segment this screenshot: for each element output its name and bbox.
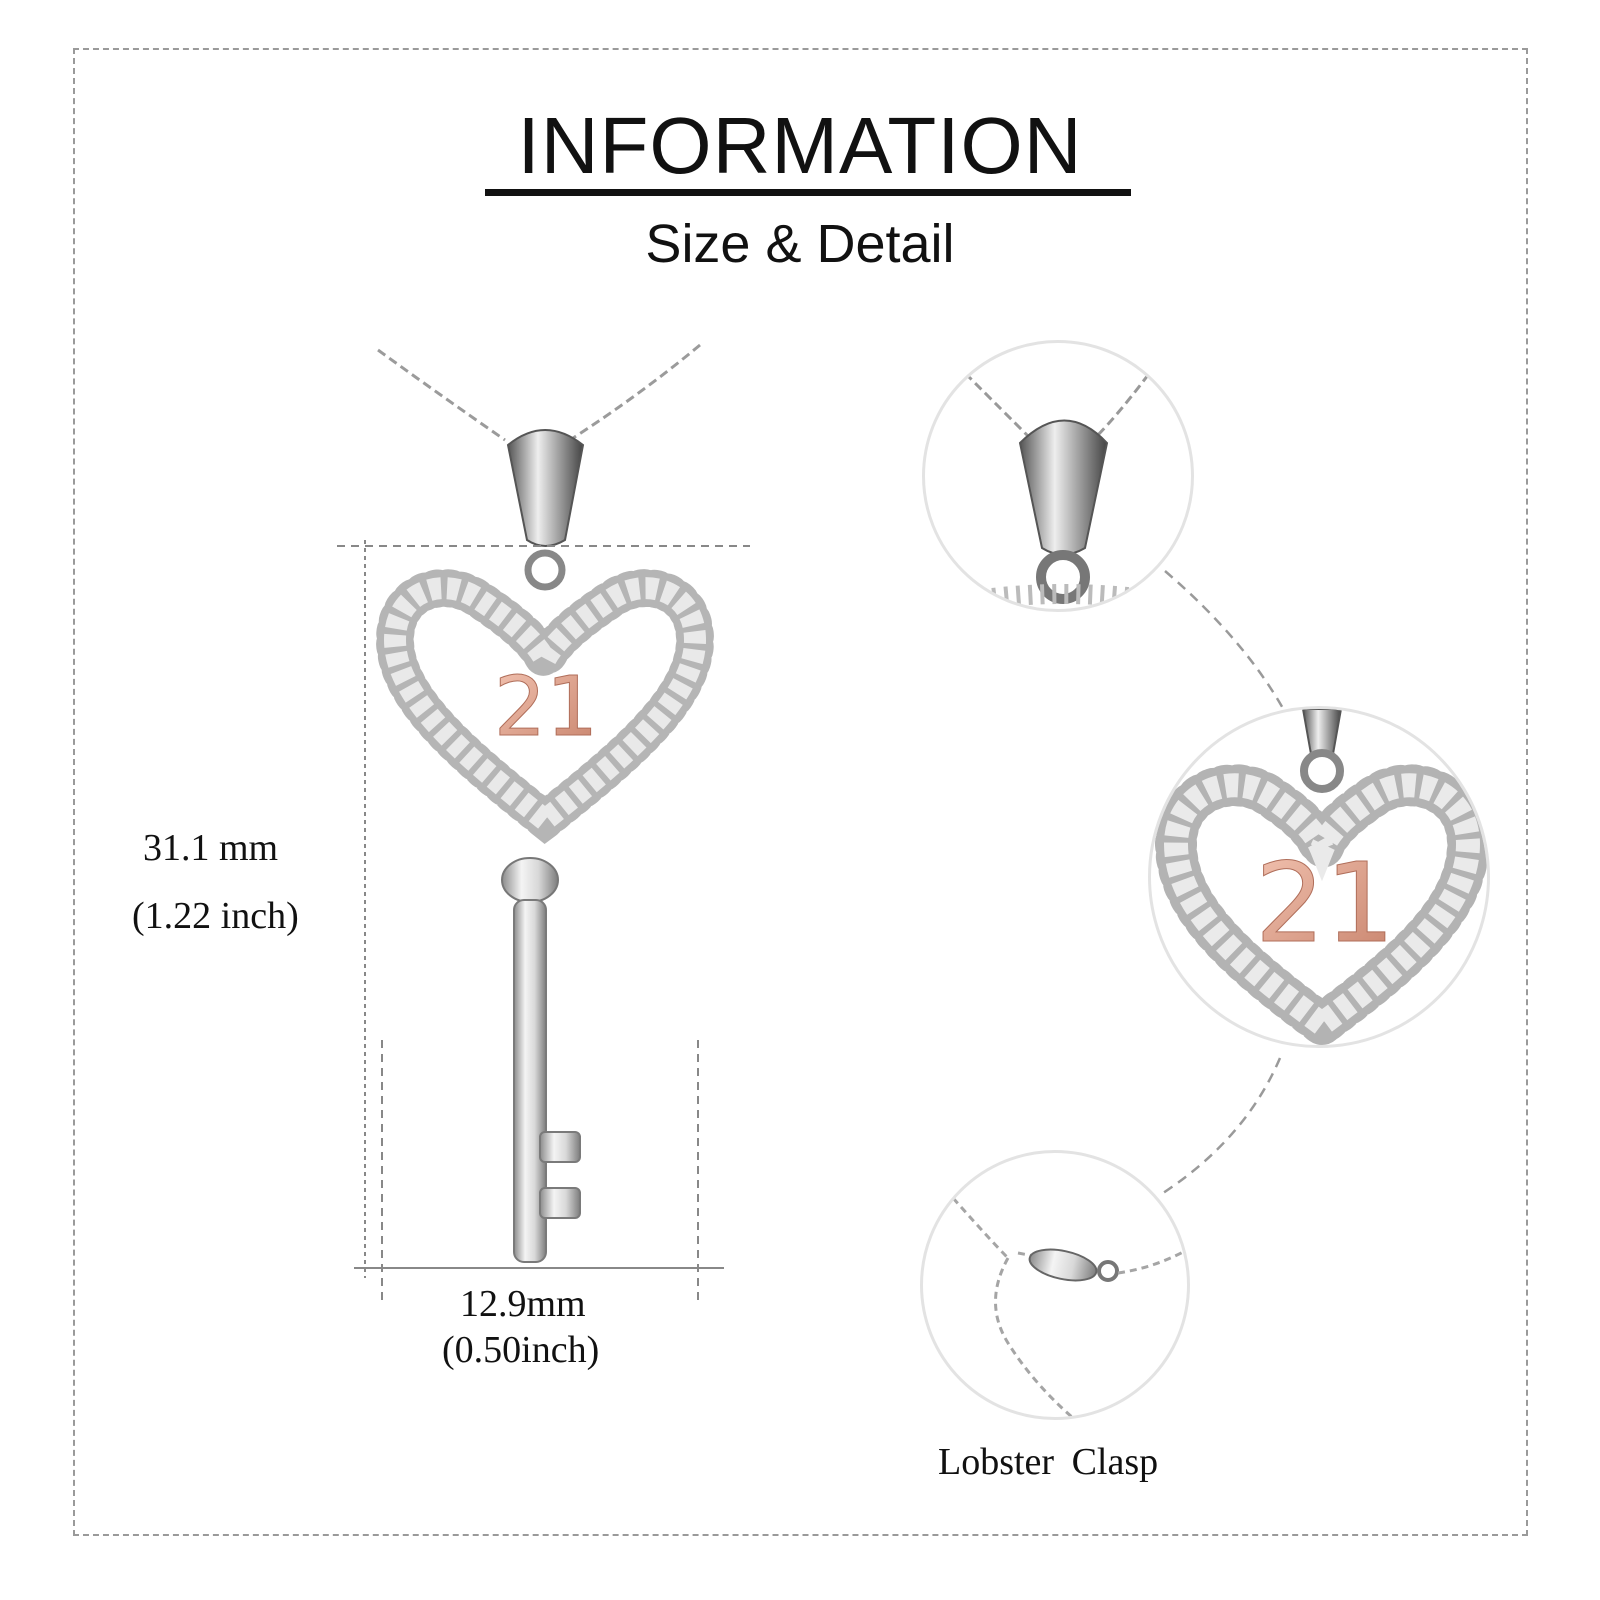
key-tooth-top (539, 1131, 581, 1163)
pendant-number: 21 (494, 660, 598, 755)
pendant-bail (506, 429, 585, 547)
width-mm-label: 12.9mm (460, 1283, 586, 1325)
dashed-frame (73, 48, 1528, 1536)
key-collar (501, 857, 559, 903)
heart-pave (375, 569, 715, 845)
clasp-detail-circle (920, 1150, 1190, 1420)
dimension-lines (337, 540, 750, 1302)
title-underline (485, 189, 1131, 196)
height-mm-label: 31.1 mm (143, 827, 279, 869)
jump-ring (524, 549, 566, 591)
chain (377, 343, 701, 442)
clasp-label: Lobster Clasp (938, 1441, 1159, 1483)
height-inch-label: (1.22 inch) (132, 895, 299, 937)
bail-detail-circle (922, 340, 1194, 612)
heart-detail-circle: 21 (1148, 706, 1490, 1048)
width-inch-label: (0.50inch) (442, 1329, 600, 1371)
lobster-clasp-icon (1028, 1248, 1098, 1282)
key-shaft (513, 899, 547, 1263)
page-subtitle: Size & Detail (645, 214, 955, 274)
detail-connectors (1159, 570, 1287, 1197)
heart-detail-number: 21 (1255, 839, 1395, 967)
key-tooth-bottom (539, 1187, 581, 1219)
page-title: INFORMATION (517, 101, 1083, 190)
